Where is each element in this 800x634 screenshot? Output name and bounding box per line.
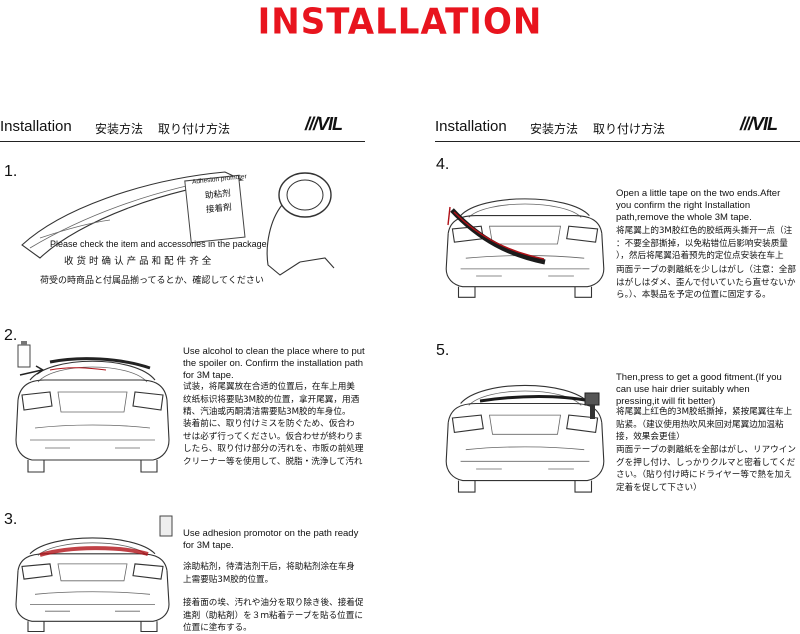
- car-rear-illustration: [15, 515, 173, 633]
- car-outline-part: [132, 391, 164, 411]
- header-title: Installation: [0, 118, 72, 135]
- step-jp-text: 接着面の埃、汚れや油分を取り除き後、接着促 進剤（助粘剤）を３ｍ粘着テープを貼る…: [183, 598, 364, 633]
- step-jp-text: 荷受の時商品と付属品揃ってるとか、確認してください: [40, 276, 264, 286]
- spoiler-and-tape-illustration: [21, 171, 335, 276]
- hair-drier-handle: [590, 405, 595, 419]
- step-number: 3.: [4, 511, 18, 528]
- car-rear-illustration: [15, 341, 170, 473]
- brand-logo: ///VIL: [305, 114, 343, 134]
- step-number: 2.: [4, 327, 18, 344]
- car-outline-part: [445, 233, 605, 288]
- step-en-text: Please check the item and accessories in…: [50, 239, 267, 249]
- car-outline-part: [566, 225, 599, 243]
- header-jp: 取り付け方法: [593, 122, 666, 136]
- car-outline-part: [132, 563, 164, 580]
- page-title: INSTALLATION: [257, 1, 543, 43]
- installation-path-line: [49, 367, 107, 371]
- installation-header-left: Installation 安装方法 取り付け方法 ///VIL: [0, 114, 365, 142]
- adhesion-tape-band: [39, 546, 149, 557]
- step-number: 4.: [436, 156, 450, 173]
- header-cn: 安装方法: [95, 122, 144, 136]
- spoiler-path: [49, 357, 151, 370]
- car-outline-part: [460, 198, 590, 216]
- car-outline-part: [468, 390, 582, 406]
- car-outline-part: [451, 414, 484, 434]
- car-outline-part: [489, 225, 561, 245]
- car-outline-part: [15, 570, 170, 622]
- step-cn-text: 涂助粘剂，待清洁剂干后，将助粘剂涂在车身 上需要贴3M胶的位置。: [183, 562, 355, 585]
- car-outline-part: [21, 391, 53, 411]
- alcohol-bottle-icon: [17, 344, 31, 368]
- header-divider: [0, 141, 365, 142]
- car-outline-part: [468, 203, 582, 218]
- car-outline-part: [27, 460, 158, 473]
- tape-end-tab: [447, 206, 451, 226]
- car-outline-part: [489, 414, 561, 435]
- car-outline-part: [29, 537, 156, 555]
- step-jp-text: 両面テープの剥離紙を全部はがし、リアウイン グを押し付け、しっかりクルマと密着し…: [616, 445, 796, 493]
- car-outline-part: [457, 286, 593, 298]
- step-en-text: Open a little tape on the two ends.After…: [616, 188, 781, 223]
- step-en-text: Use adhesion promotor on the path ready …: [183, 528, 359, 551]
- hair-drier-icon: [584, 392, 600, 406]
- car-outline-part: [465, 446, 585, 451]
- adhesion-promoter-bottle-icon: [159, 515, 173, 537]
- car-rear-illustration: [445, 384, 605, 493]
- header-divider: [435, 141, 800, 142]
- car-outline-part: [566, 414, 599, 434]
- step-en-text: Then,press to get a good fitment.(If you…: [616, 372, 782, 407]
- car-outline-part: [17, 553, 168, 571]
- car-outline-part: [17, 379, 168, 401]
- step-number: 5.: [436, 342, 450, 359]
- car-outline-part: [21, 563, 53, 580]
- car-outline-part: [57, 563, 128, 582]
- brand-logo: ///VIL: [740, 114, 778, 134]
- car-outline-part: [34, 591, 151, 595]
- step-cn-text: 收 货 时 确 认 产 品 和 配 件 齐 全: [64, 256, 212, 267]
- car-outline-part: [57, 391, 128, 413]
- step-cn-text: 将尾翼上红色的3M胶纸撕掉，紧按尾翼往车上 贴紧。（建议使用热吹风来回对尾翼边加…: [616, 407, 793, 442]
- step-cn-text: 试装，将尾翼放在合适的位置后，在车上用美 纹纸标识将要贴3M胶的位置，拿开尾翼，…: [183, 382, 360, 417]
- car-rear-illustration: [445, 198, 605, 298]
- car-outline-part: [447, 215, 603, 234]
- installation-header-right: Installation 安装方法 取り付け方法 ///VIL: [435, 114, 800, 142]
- car-outline-part: [457, 480, 593, 493]
- car-outline-part: [447, 402, 603, 423]
- car-outline-part: [27, 621, 158, 633]
- car-outline-part: [445, 422, 605, 482]
- promoter-cn-1: 助粘剂: [204, 188, 232, 202]
- promoter-cn-2: 接着剤: [205, 202, 233, 216]
- bottle-cap: [21, 341, 27, 345]
- header-jp: 取り付け方法: [158, 122, 231, 136]
- step-jp-text: 装着前に、取り付けミスを防ぐため、仮合わ せは必ず行ってください。仮合わせが終わ…: [183, 419, 364, 467]
- car-outline-part: [37, 366, 148, 383]
- car-outline-part: [15, 399, 170, 461]
- step-cn-text: 将尾翼上的3M胶红色的胶纸两头撕开一点（注 ：不要全部撕掉，以免粘错位后影响安装…: [616, 226, 793, 261]
- spoiler-icon: [479, 395, 591, 403]
- header-cn: 安装方法: [530, 122, 579, 136]
- arrow-icon: [19, 365, 45, 376]
- header-title: Installation: [435, 118, 507, 135]
- step-jp-text: 両面テープの剥離紙を少しはがし（注意：全部 はがしはダメ、歪んで付いていたら直せ…: [616, 265, 796, 300]
- car-outline-part: [460, 384, 590, 404]
- spoiler-icon: [450, 208, 546, 265]
- step-en-text: Use alcohol to clean the place where to …: [183, 346, 365, 381]
- tape-strip: [453, 211, 545, 260]
- car-outline-part: [34, 424, 151, 429]
- step-number: 1.: [4, 163, 18, 180]
